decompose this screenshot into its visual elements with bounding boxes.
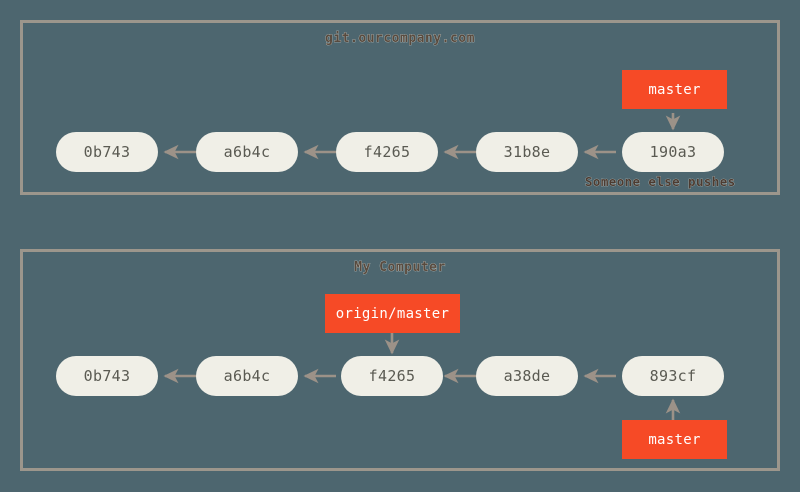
ref-label-origin-master[interactable]: origin/master [325,294,460,333]
commit-node[interactable]: 31b8e [476,132,578,172]
panel-remote-repo: git.ourcompany.com [20,20,780,195]
commit-node[interactable]: 0b743 [56,132,158,172]
commit-node[interactable]: f4265 [341,356,443,396]
ref-label-master-remote[interactable]: master [622,70,727,109]
panel-local-repo: My Computer [20,249,780,471]
commit-node[interactable]: a38de [476,356,578,396]
ref-label-master-local[interactable]: master [622,420,727,459]
commit-node[interactable]: a6b4c [196,356,298,396]
panel-local-title: My Computer [354,260,446,276]
commit-node[interactable]: 893cf [622,356,724,396]
commit-node[interactable]: 0b743 [56,356,158,396]
annotation-someone-else-pushes: Someone else pushes [585,174,736,190]
commit-node[interactable]: 190a3 [622,132,724,172]
commit-node[interactable]: f4265 [336,132,438,172]
commit-node[interactable]: a6b4c [196,132,298,172]
panel-remote-title: git.ourcompany.com [325,31,475,47]
